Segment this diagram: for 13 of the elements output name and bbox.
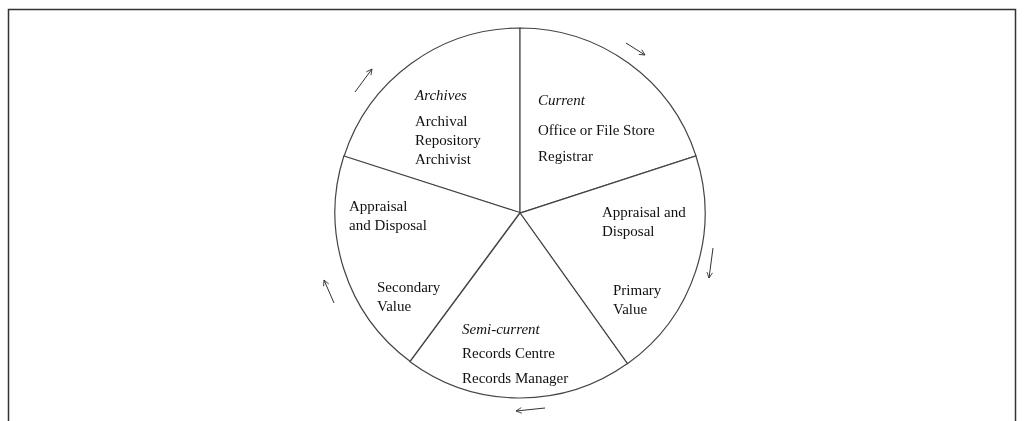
sector-text: Primary Value	[613, 281, 663, 319]
stage-heading: Semi-current	[462, 320, 541, 339]
sector-text: Secondary Value	[377, 278, 442, 316]
sector-text: Archivist	[415, 150, 472, 169]
sector-text: Appraisal and Disposal	[602, 203, 687, 241]
sector-text: Office or File Store	[538, 121, 656, 140]
sector-text: Registrar	[538, 147, 594, 166]
stage-heading: Archives	[415, 86, 468, 105]
sector-text: Appraisal and Disposal	[349, 197, 428, 235]
sector-text: Archival Repository	[415, 112, 482, 150]
stage-heading: Current	[538, 91, 586, 110]
sector-text: Records Manager	[462, 369, 570, 388]
sector-text: Records Centre	[462, 344, 556, 363]
